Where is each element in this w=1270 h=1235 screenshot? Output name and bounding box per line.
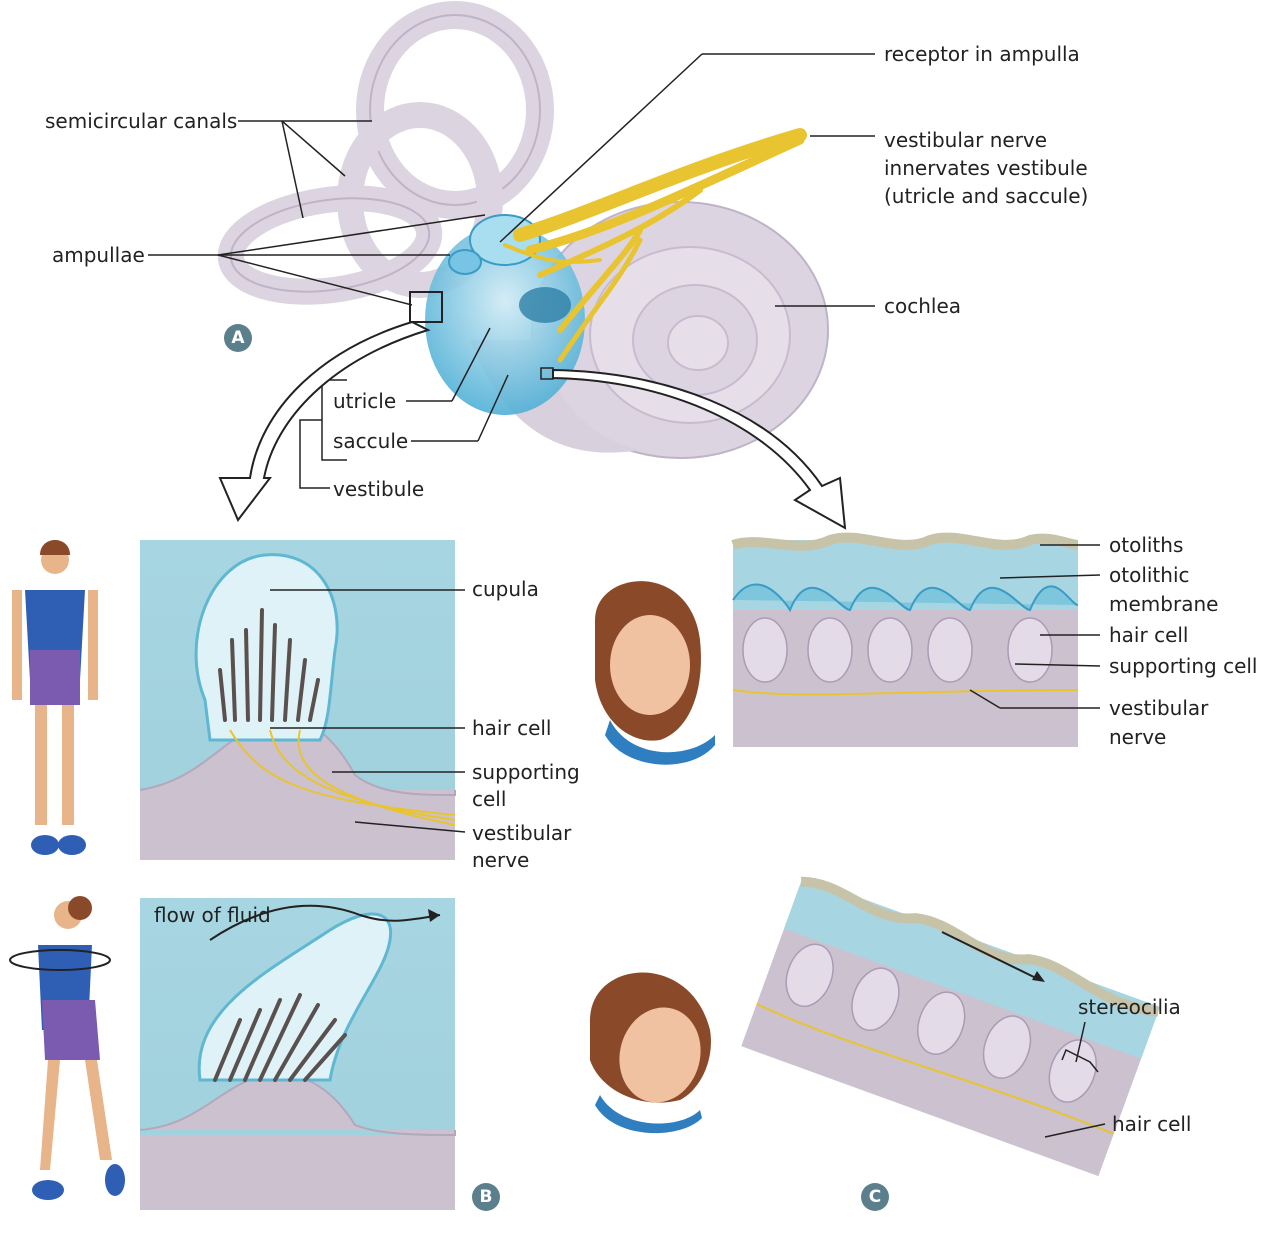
label-cupula: cupula (472, 577, 539, 601)
turning-person (10, 896, 125, 1200)
label-supporting-cell-b-2: cell (472, 787, 506, 811)
label-hair-cell-c: hair cell (1109, 623, 1188, 647)
label-hair-cell-c2: hair cell (1112, 1112, 1191, 1136)
standing-person (12, 540, 98, 855)
macula-panel-tilted (741, 875, 1160, 1176)
badge-b: B (472, 1183, 500, 1211)
label-vestibule: vestibule (333, 477, 424, 501)
label-vestibular-nerve-1: vestibular nerve (884, 128, 1047, 152)
label-otoliths: otoliths (1109, 533, 1183, 557)
badge-c: C (861, 1183, 889, 1211)
label-receptor-in-ampulla: receptor in ampulla (884, 42, 1080, 66)
cupula-shape (196, 555, 337, 740)
cupula-panel-upright (140, 540, 455, 860)
label-vestibular-nerve-c-2: nerve (1109, 725, 1166, 749)
label-cochlea: cochlea (884, 294, 961, 318)
upright-head (595, 581, 715, 765)
label-vestibular-nerve-2: innervates vestibule (884, 156, 1088, 180)
otoliths-shape (733, 538, 1078, 546)
utricle-macula (519, 287, 571, 323)
label-flow-of-fluid: flow of fluid (154, 903, 271, 927)
tilted-head (590, 973, 711, 1134)
label-stereocilia: stereocilia (1078, 995, 1181, 1019)
badge-a: A (224, 324, 252, 352)
label-utricle: utricle (333, 389, 396, 413)
label-vestibular-nerve-b-2: nerve (472, 848, 529, 872)
label-supporting-cell-b-1: supporting (472, 760, 580, 784)
label-saccule: saccule (333, 429, 408, 453)
cupula-panel-rotating (140, 898, 455, 1210)
label-vestibular-nerve-c-1: vestibular (1109, 696, 1208, 720)
label-supporting-cell-c: supporting cell (1109, 654, 1258, 678)
label-vestibular-nerve-3: (utricle and saccule) (884, 184, 1088, 208)
macula-panel-upright (733, 538, 1078, 747)
label-semicircular-canals: semicircular canals (45, 109, 237, 133)
label-vestibular-nerve-b-1: vestibular (472, 821, 571, 845)
label-ampullae: ampullae (52, 243, 145, 267)
label-otolithic-membrane-1: otolithic (1109, 563, 1190, 587)
label-otolithic-membrane-2: membrane (1109, 592, 1218, 616)
label-hair-cell-b: hair cell (472, 716, 551, 740)
